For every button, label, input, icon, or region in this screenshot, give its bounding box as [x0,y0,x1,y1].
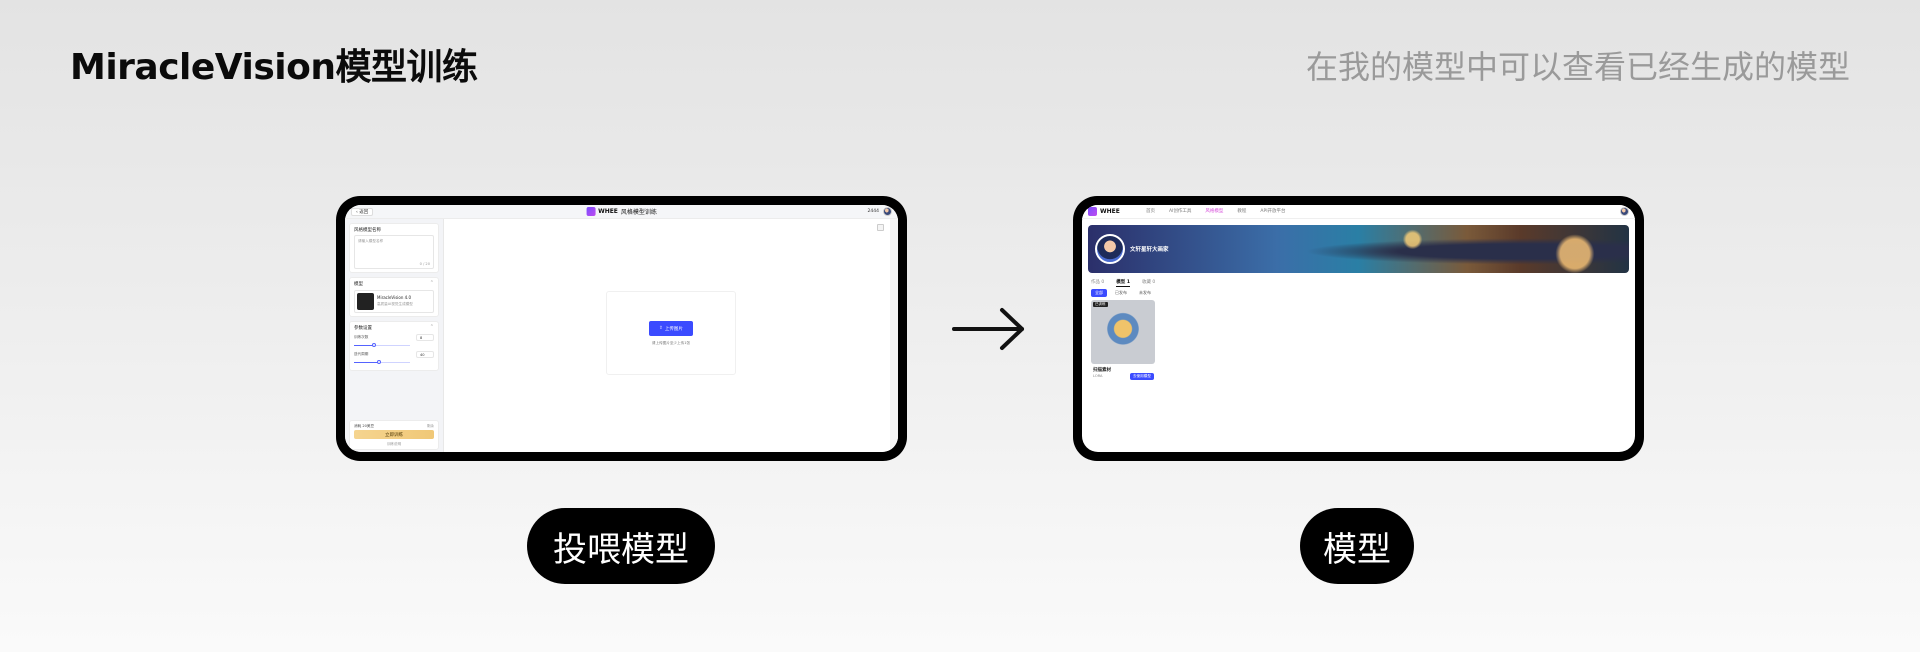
profile-tabs: 作品 0 模型 1 收藏 0 [1091,279,1155,287]
page-subtitle: 在我的模型中可以查看已经生成的模型 [1305,48,1850,86]
params-label: 参数设置 [354,326,372,331]
name-label: 风格模型名称 [354,228,381,233]
page-title: MiracleVision模型训练 [70,47,478,88]
param2-knob[interactable] [377,360,382,364]
nav-item-tools[interactable]: AI创作工具 [1169,209,1192,214]
training-page-title: 风格模型训练 [620,209,657,216]
use-model-button[interactable]: 去使用模型 [1130,373,1154,380]
points-count[interactable]: 2444 [867,209,879,214]
app-name: WHEE [598,208,618,215]
profile-banner: 文轩星轩大画家 [1088,225,1629,273]
collapse-icon[interactable]: ⌃ [429,280,434,286]
avatar[interactable] [1620,207,1629,216]
topbar-right: 2444 [868,207,892,216]
model-label: 模型 [354,282,363,287]
profile-avatar [1095,234,1125,264]
training-screen: ‹ 返回 WHEE 风格模型训练 2444 风格模型名称 请输入模型名称 0 /… [345,205,898,452]
model-card-meta: LORA [1093,374,1103,378]
top-nav: 首页 AI创作工具 风格模型 教程 API开放平台 [1146,208,1286,214]
tab-works[interactable]: 作品 0 [1091,280,1105,285]
param1-label: 训练次数 [354,335,369,339]
footer-note[interactable]: 训练说明 [386,442,402,446]
filter-all[interactable]: 全部 [1091,289,1107,297]
label-pill-training: 投喂模型 [527,508,715,584]
status-badge: 已训练 [1093,302,1108,307]
model-thumbnail-icon [357,293,374,310]
device-frame-models: WHEE 首页 AI创作工具 风格模型 教程 API开放平台 文轩星轩大画家 作… [1073,196,1644,461]
model-card: 模型 ⌃ MiracleVision 4.0 高质量AI视觉生成模型 [349,277,439,317]
params-card: 参数设置 ⌃ 训练次数 8 迭代周期 40 [349,321,439,371]
name-counter: 0 / 20 [419,262,430,266]
profile-name: 文轩星轩大画家 [1130,247,1169,253]
upload-tip: 请上传图片至少上传1张 [651,341,691,345]
training-title: WHEE 风格模型训练 [586,207,657,216]
param2-slider[interactable] [354,360,410,364]
model-name: MiracleVision 4.0 [377,295,411,300]
settings-icon[interactable] [877,224,884,231]
avatar[interactable] [883,207,892,216]
tab-favorites[interactable]: 收藏 0 [1142,280,1156,285]
models-topbar: WHEE 首页 AI创作工具 风格模型 教程 API开放平台 [1082,205,1635,219]
model-desc: 高质量AI视觉生成模型 [377,302,413,306]
param2-value: 40 [420,353,425,357]
training-sidebar: 风格模型名称 请输入模型名称 0 / 20 模型 ⌃ MiracleVision… [345,219,444,452]
train-button[interactable]: 立即训练 [354,430,434,439]
nav-item-home[interactable]: 首页 [1146,209,1155,214]
training-topbar: ‹ 返回 WHEE 风格模型训练 2444 [345,205,898,219]
param2-fill [354,362,380,363]
name-input[interactable]: 请输入模型名称 0 / 20 [354,235,434,269]
name-card: 风格模型名称 请输入模型名称 0 / 20 [349,223,439,273]
nav-item-tutorial[interactable]: 教程 [1237,209,1247,214]
filter-published[interactable]: 已发布 [1115,290,1127,295]
upload-area: ⇪ 上传图片 请上传图片至少上传1张 [444,219,898,452]
param1-input[interactable]: 8 [416,334,434,341]
nav-item-models[interactable]: 风格模型 [1205,209,1224,214]
app-name: WHEE [1100,208,1120,215]
param1-knob[interactable] [371,343,376,347]
nav-item-api[interactable]: API开放平台 [1260,209,1286,214]
filter-tabs: 全部 已发布 未发布 [1091,289,1155,297]
label-pill-models: 模型 [1300,508,1414,584]
upload-button[interactable]: ⇪ 上传图片 [649,321,693,336]
whee-logo[interactable]: WHEE [1088,207,1120,216]
train-card: 消耗 20美豆 剩余 立即训练 训练说明 [349,420,439,450]
param1-slider[interactable] [354,343,410,347]
model-card-name: 扫描素材 [1093,368,1111,373]
model-selector[interactable]: MiracleVision 4.0 高质量AI视觉生成模型 [354,290,434,313]
cost-label: 消耗 20美豆 [354,424,375,428]
whee-logo-icon [1088,207,1097,216]
param1-value: 8 [420,336,423,340]
scrollbar[interactable] [890,219,898,452]
param2-input[interactable]: 40 [416,351,434,358]
upload-dropzone[interactable]: ⇪ 上传图片 请上传图片至少上传1张 [606,291,736,375]
device-frame-training: ‹ 返回 WHEE 风格模型训练 2444 风格模型名称 请输入模型名称 0 /… [336,196,907,461]
tab-models[interactable]: 模型 1 [1116,280,1130,287]
whee-logo-icon [586,207,596,216]
filter-unpublished[interactable]: 未发布 [1139,290,1151,295]
back-button[interactable]: ‹ 返回 [351,208,374,216]
model-thumbnail[interactable]: 已训练 [1091,300,1155,364]
arrow-right-icon [952,308,1024,350]
cost-extra: 剩余 [426,424,434,428]
name-placeholder: 请输入模型名称 [358,239,384,243]
models-screen: WHEE 首页 AI创作工具 风格模型 教程 API开放平台 文轩星轩大画家 作… [1082,205,1635,452]
param2-label: 迭代周期 [354,352,369,356]
param1-fill [354,345,374,346]
collapse-icon[interactable]: ⌃ [429,324,434,330]
